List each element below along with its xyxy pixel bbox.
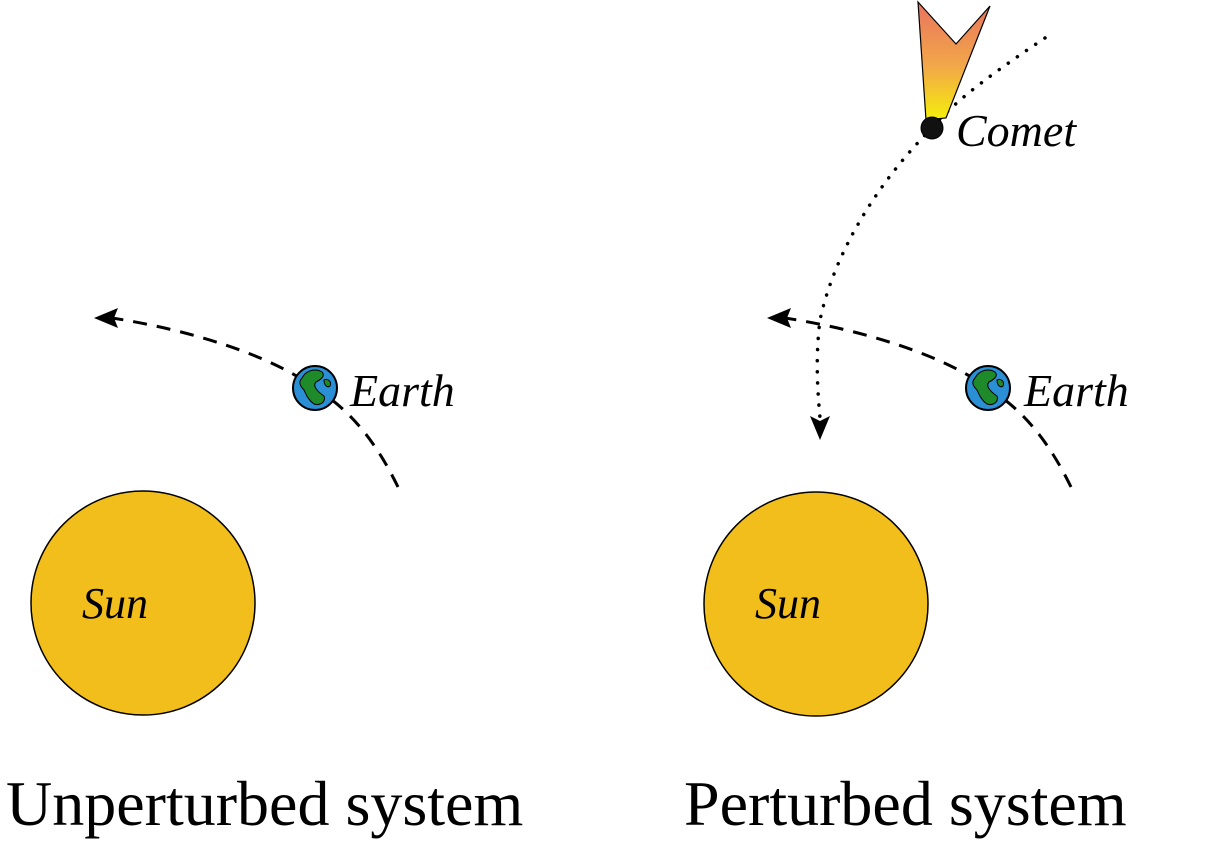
- earth-orbit-path: [111, 316, 400, 488]
- sun-label: Sun: [82, 579, 148, 628]
- comet-tail: [917, 0, 991, 121]
- comet-path: [815, 36, 1047, 420]
- earth-orbit-arrowhead: [767, 308, 791, 328]
- perturbed-caption: Perturbed system: [684, 768, 1127, 839]
- comet-nucleus-icon: [920, 116, 944, 140]
- sun-label: Sun: [755, 579, 821, 628]
- sun-icon: [703, 491, 929, 717]
- unperturbed-caption: Unperturbed system: [6, 768, 523, 839]
- earth-label: Earth: [349, 365, 455, 416]
- comet-label: Comet: [956, 105, 1077, 156]
- earth-orbit-path: [784, 316, 1073, 488]
- perturbed-panel: Comet Earth Sun Perturbed system: [684, 0, 1129, 839]
- earth-orbit-arrowhead: [94, 308, 118, 328]
- earth-icon: [965, 365, 1011, 411]
- earth-icon: [292, 365, 338, 411]
- unperturbed-panel: Earth Sun Unperturbed system: [6, 308, 523, 839]
- earth-label: Earth: [1023, 365, 1129, 416]
- comet-path-arrowhead: [810, 416, 830, 440]
- sun-icon: [30, 490, 256, 716]
